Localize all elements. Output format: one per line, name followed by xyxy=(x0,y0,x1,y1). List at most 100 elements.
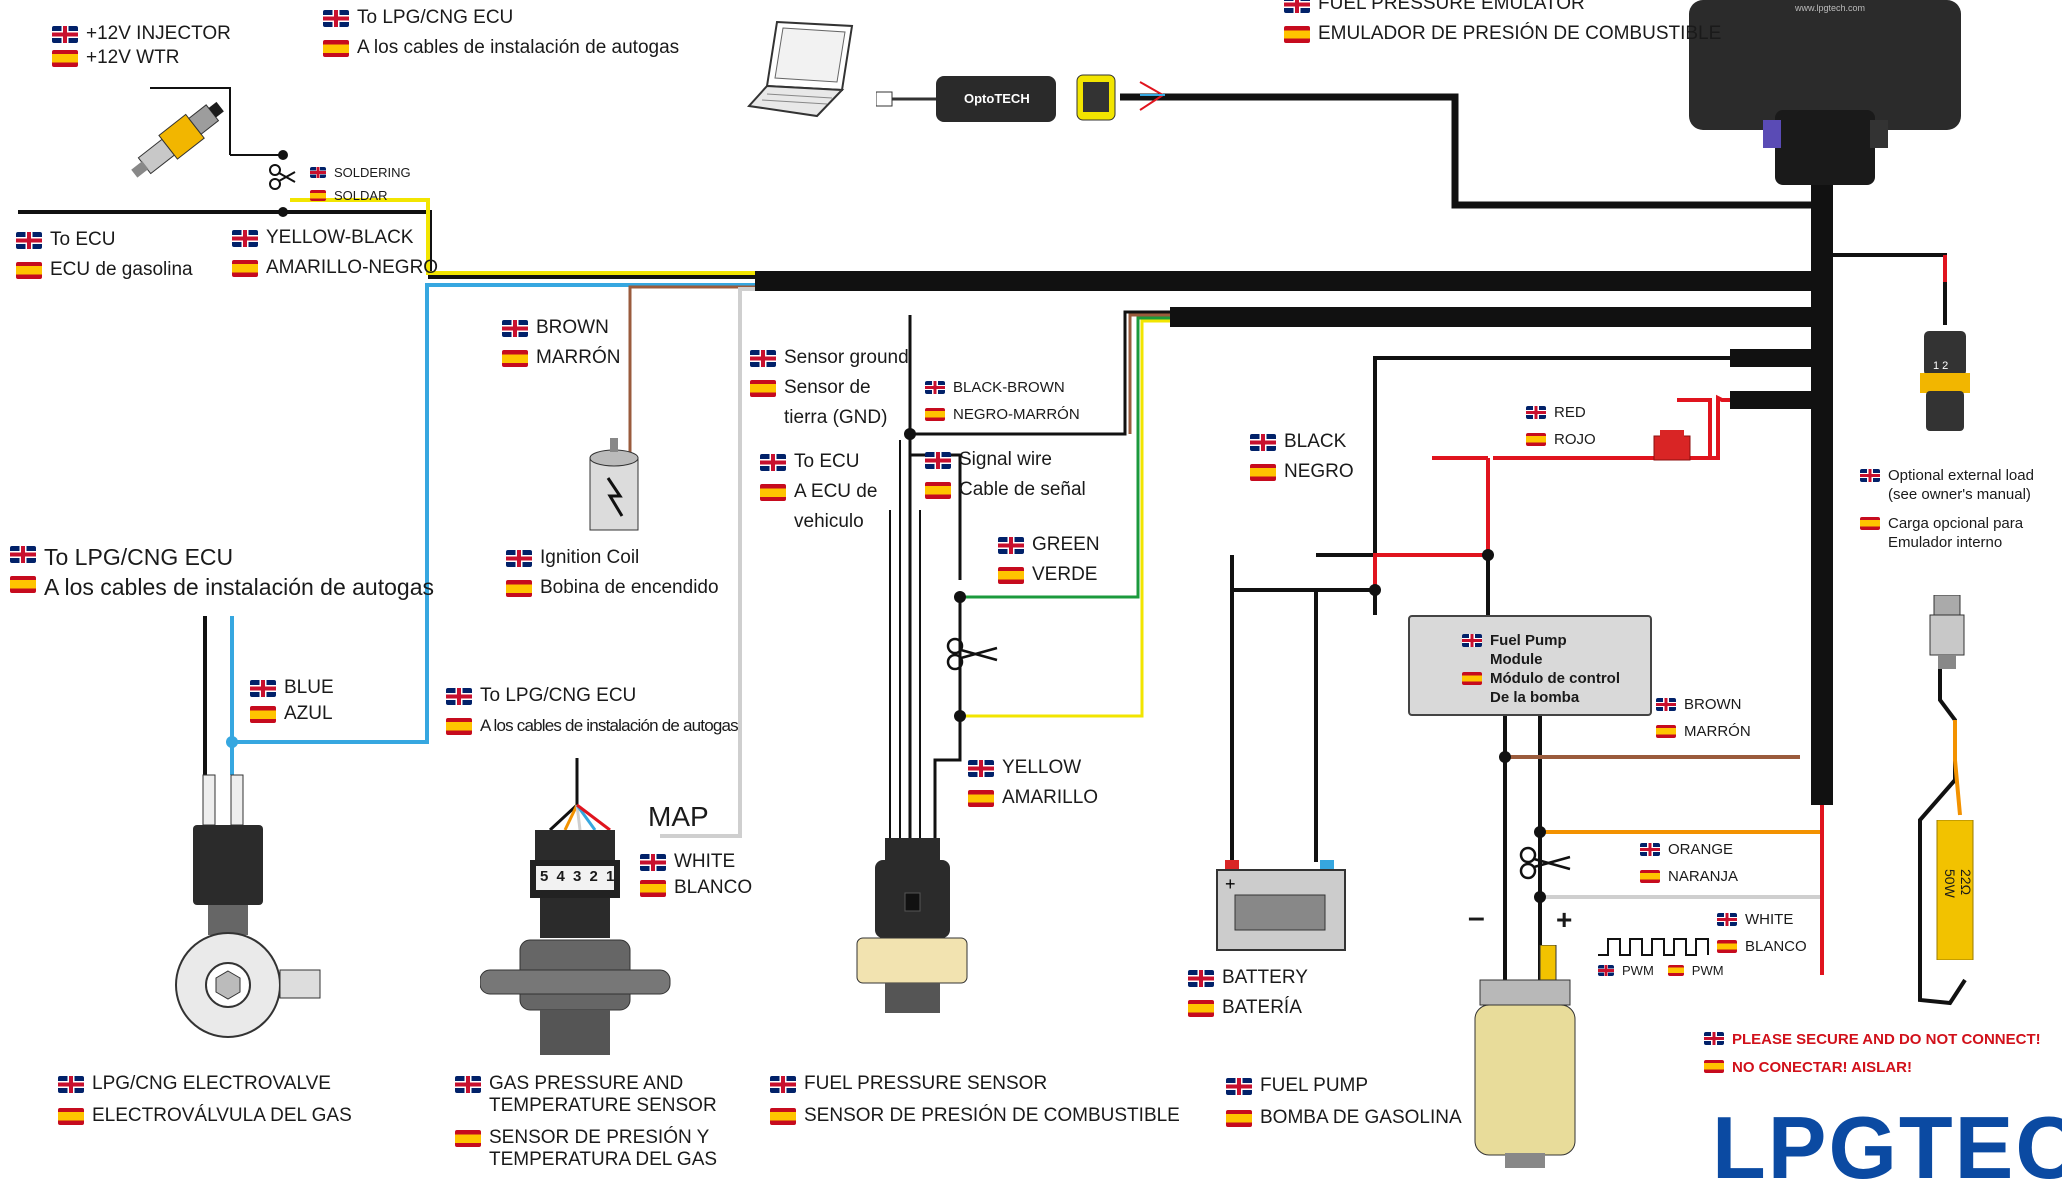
es-flag-icon xyxy=(506,580,532,597)
electrovalve-icon xyxy=(175,774,321,1038)
blue-es: AZUL xyxy=(284,703,333,724)
wiring-diagram xyxy=(18,81,1967,1006)
yellow-es: AMARILLO xyxy=(1002,787,1099,808)
injector-label-en: +12V INJECTOR xyxy=(86,23,231,44)
red-en: RED xyxy=(1554,404,1586,421)
plus-sign: + xyxy=(1556,904,1573,935)
blue-wire xyxy=(230,283,755,775)
es-flag-icon xyxy=(250,706,276,723)
fuel-pressure-sensor-wires xyxy=(889,310,1170,838)
es-flag-icon xyxy=(502,350,528,367)
to-lpg-mid-es: A los cables de instalación de autogas xyxy=(480,716,739,735)
uk-flag-icon xyxy=(1226,1078,1252,1095)
white-right-es: BLANCO xyxy=(1745,938,1807,955)
uk-flag-icon xyxy=(506,550,532,567)
uk-flag-icon xyxy=(998,537,1024,554)
uk-flag-icon xyxy=(250,680,276,697)
map-sensor-icon: 5 4 3 2 1 xyxy=(479,830,675,1060)
svg-text:1 2: 1 2 xyxy=(1933,360,1948,372)
es-flag-icon xyxy=(323,40,349,57)
es-flag-icon xyxy=(446,718,472,735)
es-flag-icon xyxy=(1250,464,1276,481)
es-flag-icon xyxy=(1188,1000,1214,1017)
uk-flag-icon xyxy=(58,1076,84,1093)
es-flag-icon xyxy=(1667,965,1684,976)
optional-plug-icon xyxy=(1929,595,1965,669)
connector-icon xyxy=(1076,74,1116,121)
pwm-waveform-icon xyxy=(1598,938,1709,956)
to-ecu-vehicle-es2: vehiculo xyxy=(794,511,864,532)
optotech-icon: OptoTECH xyxy=(875,74,1056,124)
lpgtech-logo: LPGTECH xyxy=(1712,1098,2062,1197)
uk-flag-icon xyxy=(925,381,945,394)
emulator-en: FUEL PRESSURE EMULATOR xyxy=(1318,0,1585,14)
electrovalve-es: ELECTROVÁLVULA DEL GAS xyxy=(92,1105,352,1126)
es-flag-icon xyxy=(16,262,42,279)
sensor-ground-es2: tierra (GND) xyxy=(784,407,888,428)
fuel-pump-en: FUEL PUMP xyxy=(1260,1075,1369,1096)
fuse-icon xyxy=(1653,430,1691,461)
es-flag-icon xyxy=(1526,433,1546,446)
resistor-icon: 22Ω 50W xyxy=(1925,819,1985,961)
ecu-url: www.lpgtech.com xyxy=(1795,3,1866,13)
optional-load-en2: (see owner's manual) xyxy=(1888,486,2031,503)
es-flag-icon xyxy=(640,880,666,897)
battery-es: BATERÍA xyxy=(1222,997,1302,1018)
uk-flag-icon xyxy=(52,26,78,43)
fuel-pump-module-box: Fuel Pump Module Módulo de control De la… xyxy=(1408,615,1652,716)
uk-flag-icon xyxy=(1717,913,1737,926)
green-es: VERDE xyxy=(1032,564,1098,585)
es-flag-icon xyxy=(770,1108,796,1125)
es-flag-icon xyxy=(968,790,994,807)
ecu-icon: www.lpgtech.com xyxy=(1685,0,1967,190)
yellow-en: YELLOW xyxy=(1002,757,1082,778)
blue-en: BLUE xyxy=(284,677,334,698)
electrovalve-en: LPG/CNG ELECTROVALVE xyxy=(92,1073,331,1094)
yellow-black-en: YELLOW-BLACK xyxy=(266,227,414,248)
gas-sensor-en: GAS PRESSURE AND xyxy=(489,1073,684,1094)
scissors-icon xyxy=(1519,846,1571,880)
es-flag-icon xyxy=(1717,940,1737,953)
yellow-black-es: AMARILLO-NEGRO xyxy=(266,257,439,278)
map-pin-numbers: 5 4 3 2 1 xyxy=(540,868,617,885)
brown-wire-coil xyxy=(628,285,755,460)
uk-flag-icon xyxy=(1640,843,1660,856)
white-right-en: WHITE xyxy=(1745,911,1794,928)
uk-flag-icon xyxy=(10,546,36,563)
uk-flag-icon xyxy=(760,454,786,471)
uk-flag-icon xyxy=(323,10,349,27)
uk-flag-icon xyxy=(925,452,951,469)
optional-load-connector-icon: 1 2 xyxy=(1920,331,1970,431)
uk-flag-icon xyxy=(640,854,666,871)
to-ecu-left-es: ECU de gasolina xyxy=(50,259,193,280)
laptop-icon xyxy=(747,20,854,118)
soldering-label-en: SOLDERING xyxy=(334,165,411,180)
battery-icon: + xyxy=(1216,860,1346,951)
signal-wire-es: Cable de señal xyxy=(959,479,1086,500)
battery-pump-wires xyxy=(1230,356,1824,985)
scissors-icon xyxy=(269,164,296,190)
uk-flag-icon xyxy=(232,230,258,247)
uk-flag-icon xyxy=(455,1076,481,1093)
to-lpg-big-es: A los cables de instalación de autogas xyxy=(44,574,434,600)
optional-load-es2: Emulador interno xyxy=(1888,534,2003,551)
uk-flag-icon xyxy=(750,350,776,367)
to-ecu-vehicle-en: To ECU xyxy=(794,451,860,472)
to-lpg-big-en: To LPG/CNG ECU xyxy=(44,544,234,570)
es-flag-icon xyxy=(232,260,258,277)
pwm-label-1: PWM xyxy=(1622,963,1654,978)
es-flag-icon xyxy=(58,1108,84,1125)
brown-es: MARRÓN xyxy=(536,347,621,368)
orange-en: ORANGE xyxy=(1668,841,1734,858)
gas-sensor-es2: TEMPERATURA DEL GAS xyxy=(489,1149,718,1170)
white-map-es: BLANCO xyxy=(674,877,753,898)
uk-flag-icon xyxy=(1704,1032,1724,1045)
ignition-coil-icon xyxy=(589,438,639,531)
injector-wires xyxy=(18,87,755,279)
es-flag-icon xyxy=(925,482,951,499)
black-brown-en: BLACK-BROWN xyxy=(953,379,1065,396)
fuel-pressure-sensor-en: FUEL PRESSURE SENSOR xyxy=(804,1073,1048,1094)
es-flag-icon xyxy=(1462,672,1482,685)
svg-text:+: + xyxy=(1225,874,1236,894)
emulator-es: EMULADOR DE PRESIÓN DE COMBUSTIBLE xyxy=(1318,23,1722,44)
